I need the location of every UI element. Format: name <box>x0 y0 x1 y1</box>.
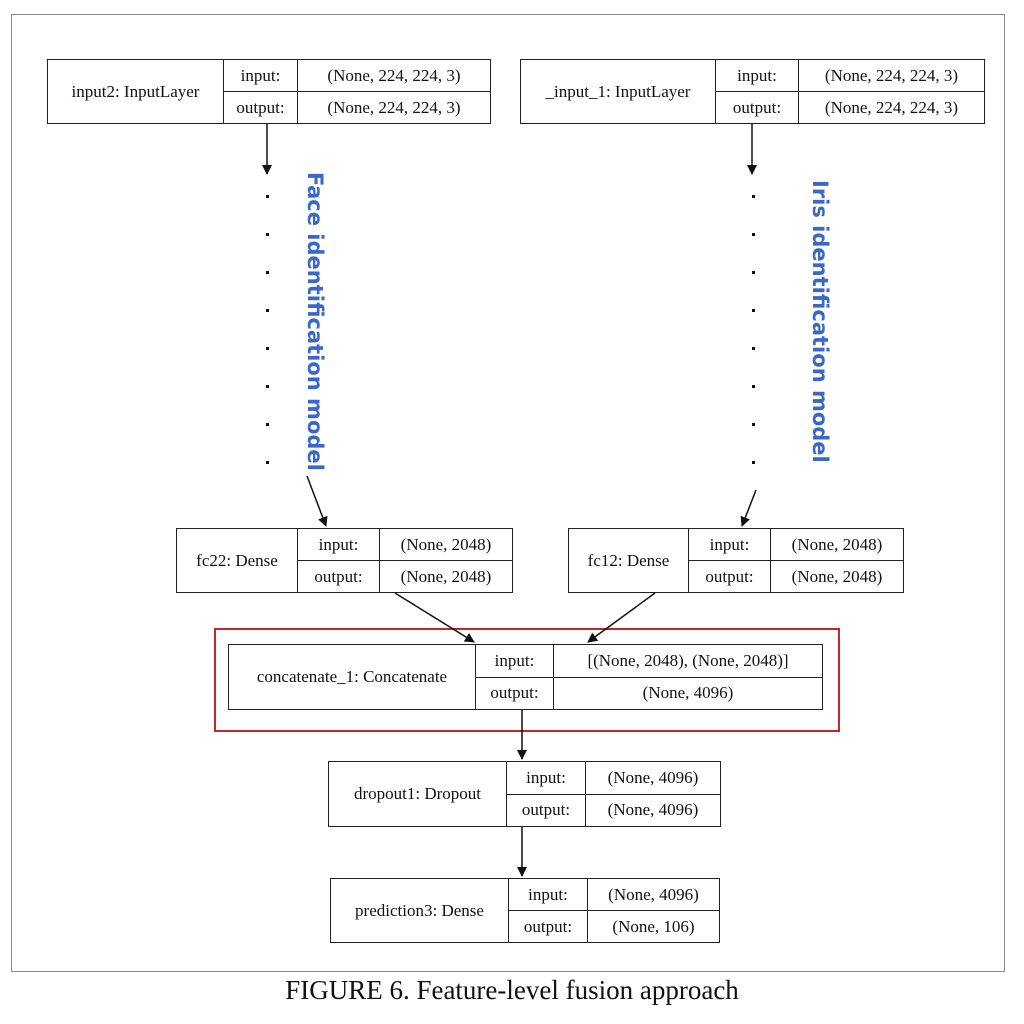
input-label: input: <box>507 762 586 794</box>
input-shape: (None, 2048) <box>400 534 492 554</box>
arrow-face-to-fc22 <box>306 475 328 527</box>
layer-dropout: dropout1: Dropout input: (None, 4096) ou… <box>328 761 721 827</box>
output-shape: (None, 106) <box>612 916 695 936</box>
output-label: output: <box>476 677 554 709</box>
layer-name: prediction3: Dense <box>331 879 509 942</box>
layer-input2: input2: InputLayer input: (None, 224, 22… <box>47 59 491 124</box>
arrow-fc12-to-concat <box>587 592 656 643</box>
input-label: input: <box>689 529 771 560</box>
input-label: input: <box>476 645 554 677</box>
output-label: output: <box>689 561 771 592</box>
input-label: input: <box>224 60 298 91</box>
input-shape: (None, 224, 224, 3) <box>327 65 461 85</box>
input-shape: (None, 4096) <box>607 767 699 787</box>
output-shape: (None, 2048) <box>400 566 492 586</box>
arrow-iris-to-fc12 <box>740 489 757 527</box>
figure-frame <box>11 14 1005 972</box>
layer-fc12: fc12: Dense input: (None, 2048) output: … <box>568 528 904 593</box>
layer-name: fc12: Dense <box>569 529 689 592</box>
fusion-highlight-box <box>214 628 840 732</box>
output-label: output: <box>507 794 586 826</box>
layer-name: dropout1: Dropout <box>329 762 507 826</box>
output-shape: (None, 224, 224, 3) <box>824 97 959 117</box>
layer-concatenate: concatenate_1: Concatenate input: [(None… <box>228 644 823 710</box>
input-label: input: <box>716 60 799 91</box>
layer-fc22: fc22: Dense input: (None, 2048) output: … <box>176 528 513 593</box>
input-shape: [(None, 2048), (None, 2048)] <box>587 650 789 670</box>
layer-name: concatenate_1: Concatenate <box>229 645 476 709</box>
output-shape: (None, 224, 224, 3) <box>327 97 461 117</box>
output-label: output: <box>298 561 380 592</box>
output-shape: (None, 2048) <box>791 566 883 586</box>
figure-caption: FIGURE 6. Feature-level fusion approach <box>285 975 739 1005</box>
layer-input-1: _input_1: InputLayer input: (None, 224, … <box>520 59 985 124</box>
output-label: output: <box>224 92 298 123</box>
arrow-fc22-to-concat <box>394 592 475 643</box>
output-label: output: <box>716 92 799 123</box>
input-label: input: <box>298 529 380 560</box>
input-shape: (None, 4096) <box>608 884 699 904</box>
input-label: input: <box>509 879 588 910</box>
layer-name: input2: InputLayer <box>48 60 224 123</box>
layer-name: fc22: Dense <box>177 529 298 592</box>
output-label: output: <box>509 911 588 942</box>
output-shape: (None, 4096) <box>642 683 734 703</box>
input-shape: (None, 2048) <box>791 534 883 554</box>
layer-name: _input_1: InputLayer <box>521 60 716 123</box>
layer-prediction: prediction3: Dense input: (None, 4096) o… <box>330 878 720 943</box>
output-shape: (None, 4096) <box>607 800 699 820</box>
input-shape: (None, 224, 224, 3) <box>824 65 959 85</box>
